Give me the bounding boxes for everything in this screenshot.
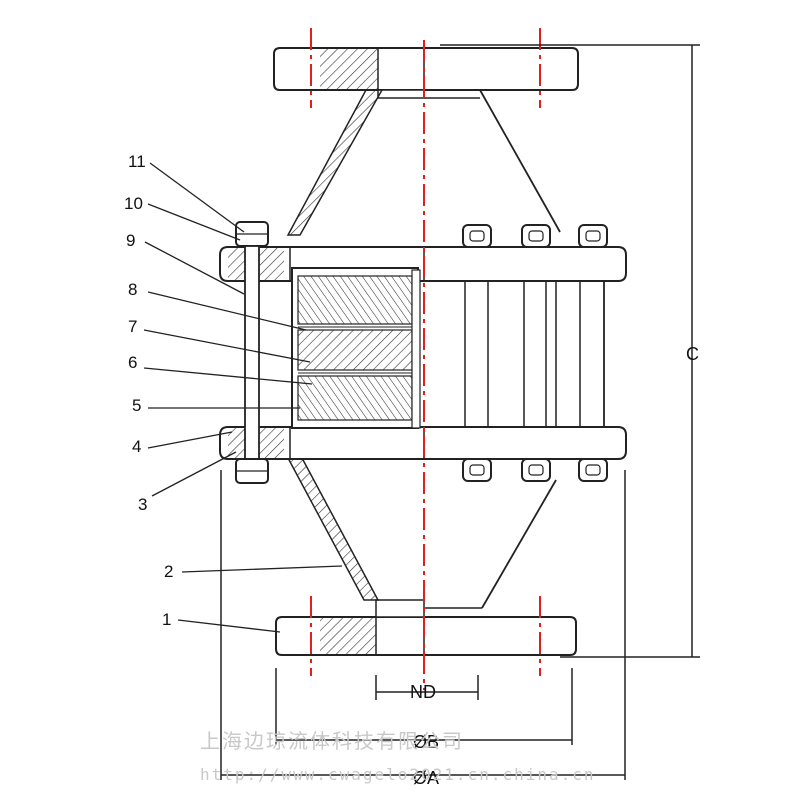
dimension-labels: C ND ØB ØA <box>410 344 699 788</box>
part-labels: 11 10 9 8 7 6 5 4 3 2 1 <box>124 152 173 629</box>
dimension-label-nd: ND <box>410 682 436 702</box>
part-label-2: 2 <box>164 562 173 581</box>
center-lines <box>310 28 541 690</box>
part-label-5: 5 <box>132 396 141 415</box>
upper-nuts <box>462 224 608 248</box>
upper-cone <box>286 89 561 236</box>
dimension-label-oa: ØA <box>413 768 439 788</box>
part-label-9: 9 <box>126 231 135 250</box>
top-flange <box>273 47 579 91</box>
part-label-11: 11 <box>128 152 146 171</box>
bottom-flange <box>275 616 577 656</box>
arrester-element <box>291 267 421 429</box>
exterior-tie-rods <box>424 280 605 428</box>
watermark-url: http://www.cwagelo2021.cn.china.cn <box>200 765 596 784</box>
watermark-company: 上海边琼流体科技有限公司 <box>200 729 464 753</box>
part-label-1: 1 <box>162 610 171 629</box>
dimension-label-ob: ØB <box>413 732 439 752</box>
part-label-10: 10 <box>124 194 143 213</box>
dimension-label-c: C <box>686 344 699 364</box>
lower-cone <box>286 457 557 618</box>
watermark: 上海边琼流体科技有限公司 http://www.cwagelo2021.cn.c… <box>200 729 596 784</box>
part-label-3: 3 <box>138 495 147 514</box>
leader-lines <box>143 162 343 633</box>
part-label-4: 4 <box>132 437 141 456</box>
part-label-8: 8 <box>128 280 137 299</box>
part-label-6: 6 <box>128 353 137 372</box>
part-label-7: 7 <box>128 317 137 336</box>
lower-nuts <box>462 458 608 482</box>
